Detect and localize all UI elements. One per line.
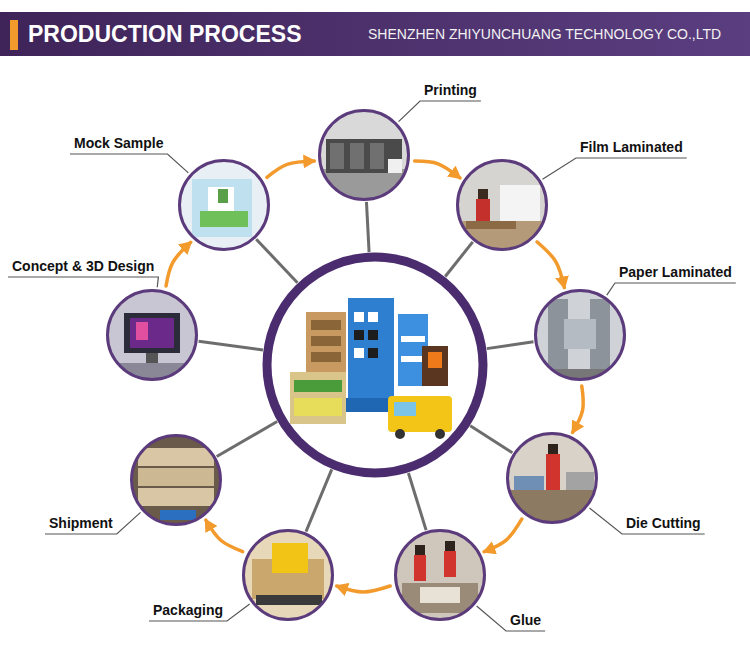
center-circle [267,257,483,473]
flow-arrow [573,386,584,432]
spoke-line [306,469,332,531]
process-circle: Die Cutting [506,432,598,524]
counter-display [422,346,448,386]
circle-photo [318,109,410,201]
spoke-line [487,342,534,349]
leader-line [8,277,158,287]
spoke-line [199,341,263,350]
flow-arrow [206,520,243,551]
circle-photo [456,159,548,251]
step-label-box: Printing [424,82,477,98]
spoke-line [408,473,426,530]
leader-lines [8,101,736,631]
step-label: Paper Laminated [619,264,732,280]
process-circle: Glue [394,529,486,621]
step-label: Shipment [49,515,113,531]
leader-line [477,606,546,631]
spoke-line [217,422,277,457]
circle-photo [534,289,626,381]
process-circle: Paper Laminated [534,289,626,381]
label-group: SHENZHEN ZHIYUNCHUANG TECHNOLOGY CO.,LTD [368,26,721,43]
flow-arrow [166,242,191,286]
step-label-box: Film Laminated [580,139,683,155]
step-label: Printing [424,82,477,98]
leader-line [543,158,687,179]
circle-photo [178,159,270,251]
step-label: Film Laminated [580,139,683,155]
counter-tray [290,372,346,424]
spoke-line [256,239,297,283]
step-label-box: Shipment [49,515,113,531]
leader-line [607,283,736,295]
spoke-line [445,242,473,277]
step-label: Concept & 3D Design [12,258,154,274]
circle-photo [130,434,222,526]
header-bar: PRODUCTION PROCESS SHENZHEN ZHIYUNCHUANG… [0,12,750,56]
circle-photo [506,432,598,524]
flow-arrow [267,161,314,177]
flow-arrow [415,161,460,178]
spoke-line [366,202,369,252]
step-label: Mock Sample [74,135,163,151]
flow-arrow [337,586,390,592]
leader-line [45,512,141,534]
step-label-box: Concept & 3D Design [12,258,154,274]
step-label: Packaging [153,602,223,618]
spoke-lines [199,202,534,532]
step-label-box: Glue [510,612,541,628]
step-label: Die Cutting [626,515,701,531]
step-label-box: Mock Sample [74,135,163,151]
flow-arrow [484,519,521,552]
step-label-box: Die Cutting [626,515,701,531]
process-circle: Shipment [130,434,222,526]
connector-group [166,161,583,592]
step-label-box: Paper Laminated [619,264,732,280]
truck-display [388,396,452,432]
process-circle: Packaging [242,529,334,621]
leader-line [399,101,481,122]
diagram-title: PRODUCTION PROCESS [28,20,301,48]
circle-photo [394,529,486,621]
process-circle: Concept & 3D Design [106,289,198,381]
step-label: Glue [510,612,541,628]
center-illustration [267,257,483,473]
process-circle: Film Laminated [456,159,548,251]
blue-display [348,298,394,400]
step-label-box: Packaging [153,602,223,618]
header-accent [10,20,18,50]
process-circle: Mock Sample [178,159,270,251]
company-name: SHENZHEN ZHIYUNCHUANG TECHNOLOGY CO.,LTD [368,26,721,43]
flow-arrow [537,242,564,288]
leader-line [70,154,188,173]
leader-line [589,508,704,534]
circle-photo [106,289,198,381]
spoke-line [470,426,512,453]
process-circle: Printing [318,109,410,201]
circle-photo [242,529,334,621]
